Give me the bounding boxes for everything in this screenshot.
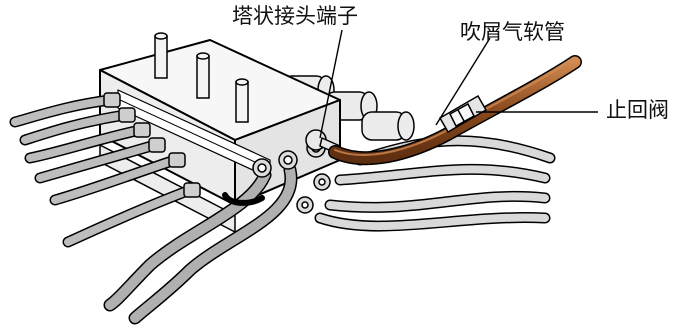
top-posts <box>154 32 249 123</box>
left-tubes <box>9 94 196 248</box>
leader-lines <box>319 29 598 139</box>
left-fittings <box>103 92 201 198</box>
label-check-valve: 止回阀 <box>606 98 669 122</box>
label-barbed-fitting: 塔状接头端子 <box>232 4 358 28</box>
label-chip-blow-hose: 吹屑气软管 <box>460 20 565 44</box>
front-down-tubes <box>103 163 298 325</box>
check-valve <box>438 94 488 134</box>
